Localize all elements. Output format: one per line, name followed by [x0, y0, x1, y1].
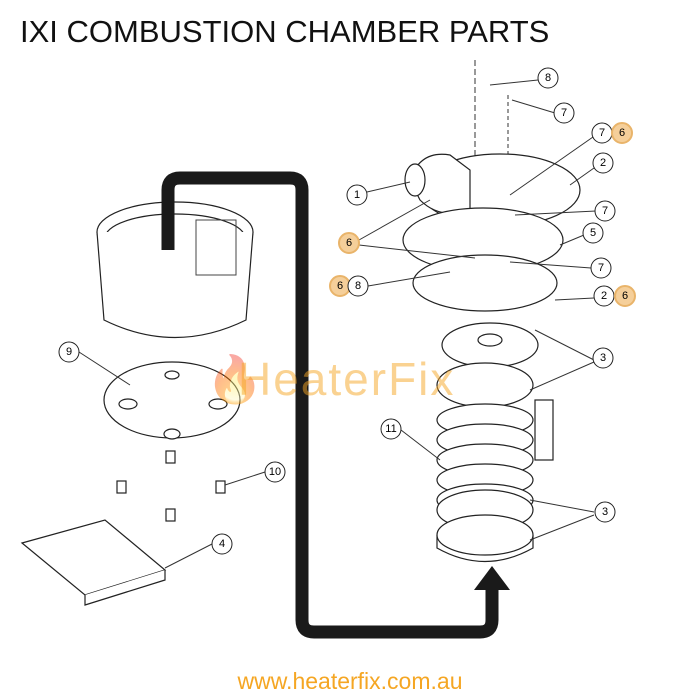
callout-7: 7: [590, 257, 612, 279]
callout-10: 10: [264, 461, 286, 483]
callout-number: 6: [346, 237, 352, 249]
callout-number: 9: [66, 346, 72, 358]
callout-11: 11: [380, 418, 402, 440]
page-title: IXI COMBUSTION CHAMBER PARTS: [20, 14, 550, 49]
callout-number: 1: [354, 189, 360, 201]
callout-number: 2: [600, 157, 606, 169]
callout-number: 7: [561, 107, 567, 119]
callout-number: 5: [590, 227, 596, 239]
callout-6: 6: [614, 285, 636, 307]
callout-6: 6: [611, 122, 633, 144]
callout-5: 5: [582, 222, 604, 244]
callout-9: 9: [58, 341, 80, 363]
callout-8: 8: [537, 67, 559, 89]
website-url[interactable]: www.heaterfix.com.au: [237, 668, 463, 694]
chamber-assembly: [402, 60, 581, 562]
callout-8: 8: [347, 275, 369, 297]
callout-number: 8: [355, 280, 361, 292]
callout-1: 1: [346, 184, 368, 206]
leader-lines: [78, 79, 597, 569]
flame-logo-icon: 🔥: [206, 353, 264, 405]
flow-arrow: [161, 171, 510, 639]
callout-6: 6: [329, 275, 351, 297]
callout-number: 6: [619, 127, 625, 139]
callout-7: 7: [553, 102, 575, 124]
bucket: [96, 201, 254, 338]
callout-number: 6: [622, 290, 628, 302]
nuts: [116, 450, 226, 522]
callout-4: 4: [211, 533, 233, 555]
callout-number: 3: [602, 506, 608, 518]
callout-3: 3: [594, 501, 616, 523]
callout-number: 11: [385, 423, 396, 435]
tray: [20, 519, 167, 606]
callout-2: 2: [593, 285, 615, 307]
callout-2: 2: [592, 152, 614, 174]
callout-number: 6: [337, 280, 343, 292]
callout-number: 8: [545, 72, 551, 84]
callout-number: 7: [598, 262, 604, 274]
callout-number: 7: [599, 127, 605, 139]
callout-number: 4: [219, 538, 225, 550]
base-plate: [103, 361, 241, 440]
callout-3: 3: [592, 347, 614, 369]
callout-number: 2: [601, 290, 607, 302]
callout-7: 7: [591, 122, 613, 144]
callout-number: 10: [269, 466, 281, 478]
watermark: HeaterFix: [238, 353, 456, 405]
callout-number: 3: [600, 352, 606, 364]
callout-number: 7: [602, 205, 608, 217]
callout-6: 6: [338, 232, 360, 254]
callout-7: 7: [594, 200, 616, 222]
